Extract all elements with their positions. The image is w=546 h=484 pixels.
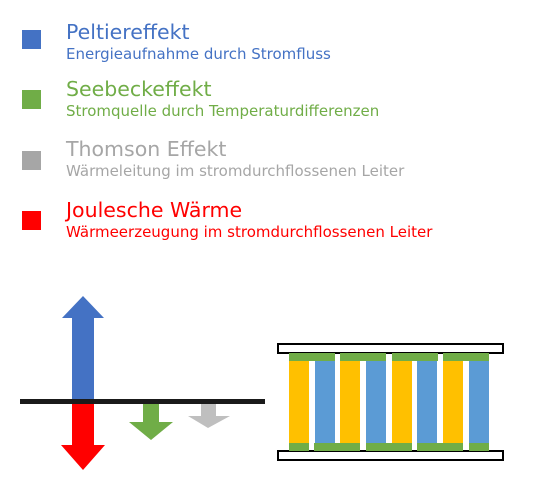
- legend-subtitle-thomson: Wärmeleitung im stromdurchflossenen Leit…: [66, 162, 405, 180]
- legend-subtitle-seebeck: Stromquelle durch Temperaturdifferenzen: [66, 102, 380, 120]
- legend-title-peltier: Peltiereffekt: [66, 20, 190, 44]
- baseline: [20, 399, 265, 404]
- seebeck-down-arrow: [129, 403, 173, 440]
- pellet-n-1: [289, 361, 309, 443]
- pellet-p-1: [315, 361, 335, 443]
- top-contact-2: [340, 353, 386, 361]
- legend-subtitle-peltier: Energieaufnahme durch Stromfluss: [66, 45, 331, 63]
- legend-square-red: [22, 211, 41, 230]
- pellet-n-4: [443, 361, 463, 443]
- legend-title-seebeck: Seebeckeffekt: [66, 77, 212, 101]
- pellet-n-2: [340, 361, 360, 443]
- energy-balance-diagram: [20, 296, 265, 470]
- top-contact-1: [289, 353, 335, 361]
- bottom-plate: [277, 450, 504, 461]
- top-plate: [277, 343, 504, 354]
- legend-subtitle-joule: Wärmeerzeugung im stromdurchflossenen Le…: [66, 223, 433, 241]
- pellet-p-4: [469, 361, 489, 443]
- legend-title-thomson: Thomson Effekt: [66, 137, 227, 161]
- bottom-contact-5: [469, 443, 489, 451]
- pellet-p-2: [366, 361, 386, 443]
- thermoelectric-module: [277, 343, 504, 461]
- joule-down-arrow: [61, 403, 105, 470]
- top-contact-3: [392, 353, 438, 361]
- pellet-p-3: [417, 361, 437, 443]
- peltier-up-arrow: [62, 296, 104, 400]
- top-contact-4: [443, 353, 489, 361]
- pellet-n-3: [392, 361, 412, 443]
- legend-square-blue: [22, 30, 41, 49]
- bottom-contact-1: [289, 443, 309, 451]
- bottom-contact-2: [314, 443, 360, 451]
- legend-square-gray: [22, 151, 41, 170]
- legend-square-green: [22, 90, 41, 109]
- bottom-contact-4: [417, 443, 463, 451]
- thomson-down-arrow: [188, 403, 230, 428]
- bottom-contact-3: [366, 443, 412, 451]
- legend-title-joule: Joulesche Wärme: [66, 198, 243, 222]
